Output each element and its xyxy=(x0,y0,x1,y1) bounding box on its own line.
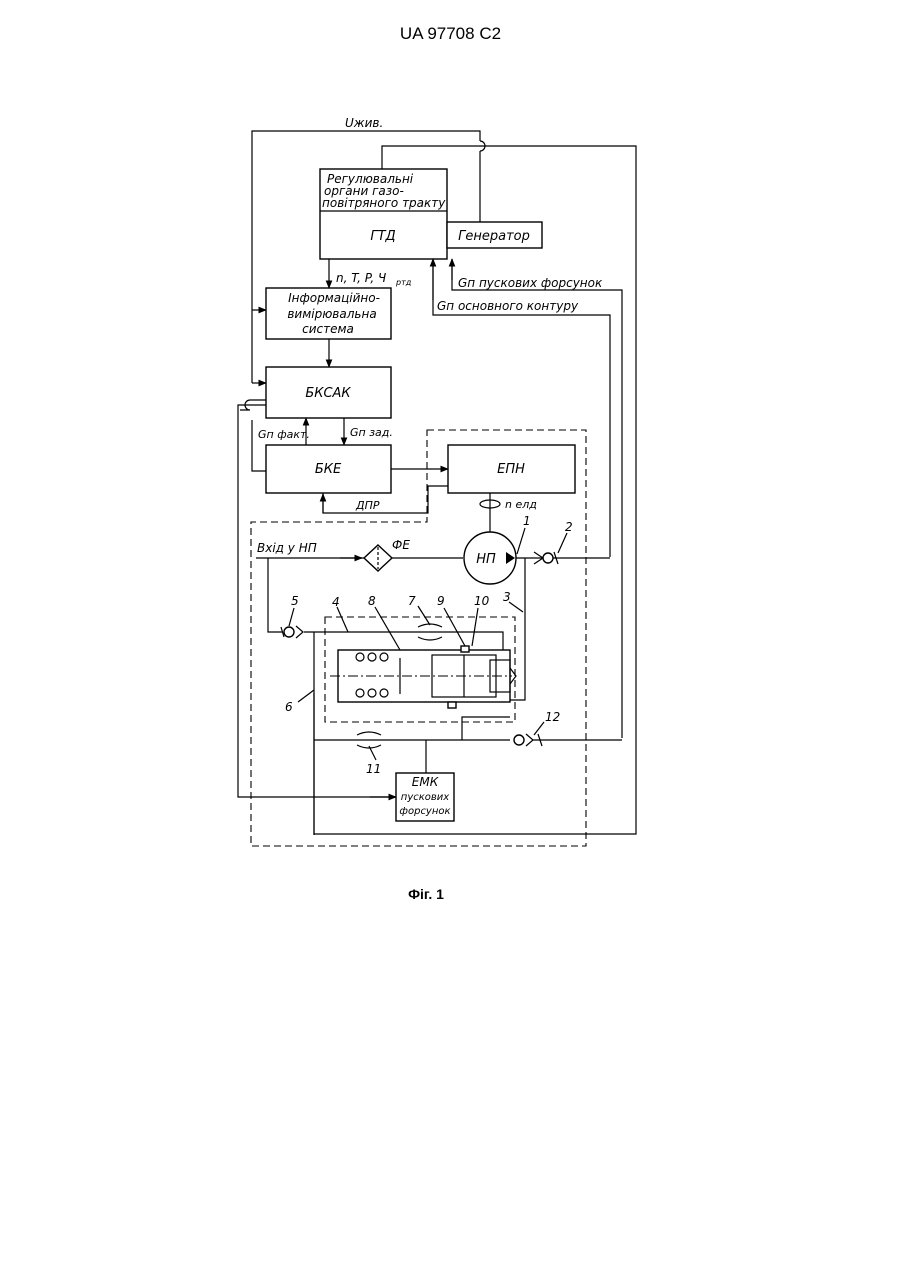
generator-block: Генератор xyxy=(447,222,542,248)
gp-start-label: Gп пускових форсунок xyxy=(458,276,603,290)
callout-11: 11 xyxy=(366,762,381,776)
callout-7: 7 xyxy=(408,594,416,608)
bypass-line xyxy=(268,558,282,632)
emk-label-3: форсунок xyxy=(399,806,450,817)
ivs-label-3: система xyxy=(302,322,354,336)
bke-block: БКЕ xyxy=(266,445,391,493)
np-label: НП xyxy=(476,552,496,567)
inlet-label: Вхід у НП xyxy=(257,541,317,555)
bksak-block: БКСАК xyxy=(266,367,391,418)
bke-label: БКЕ xyxy=(315,462,342,477)
generator-label: Генератор xyxy=(458,229,530,244)
n-epn-label: n eлд xyxy=(505,498,537,511)
dpr-label: ДПР xyxy=(355,499,380,512)
gtd-label: ГТД xyxy=(370,229,395,244)
gp-main-label: Gп основного контуру xyxy=(437,299,579,313)
epn-block: ЕПН xyxy=(448,445,575,493)
dispenser-supply-line xyxy=(510,558,525,700)
callout-8: 8 xyxy=(368,594,376,608)
params-subscript: ртд xyxy=(395,278,412,287)
ivs-block: Інформаційно- вимірювальна система xyxy=(266,288,391,339)
pump-np: НП xyxy=(464,532,516,584)
emk-label-1: ЕМК xyxy=(412,775,439,789)
gp-set-label: Gп зад. xyxy=(350,426,393,439)
callout-3: 3 xyxy=(503,590,511,604)
callout-4: 4 xyxy=(332,595,340,609)
callout-1: 1 xyxy=(523,514,531,528)
params-label: n, T, P, Ч xyxy=(336,271,386,285)
ivs-label-2: вимірювальна xyxy=(287,307,376,321)
ivs-label-1: Інформаційно- xyxy=(288,291,380,305)
callout-10: 10 xyxy=(474,594,490,608)
figure-caption: Фіг. 1 xyxy=(0,886,852,902)
gtd-block: Регулювальні органи газо- повітряного тр… xyxy=(320,169,447,259)
regulators-label-3: повітряного тракту xyxy=(322,196,446,210)
callout-9: 9 xyxy=(437,594,445,608)
callout-12: 12 xyxy=(545,710,560,724)
callout-6: 6 xyxy=(285,700,293,714)
gp-fact-label: Gп факт. xyxy=(258,428,310,441)
fuel-dispenser xyxy=(330,646,516,708)
fe-label: ФЕ xyxy=(392,538,410,552)
callout-5: 5 xyxy=(291,594,299,608)
callout-2: 2 xyxy=(565,520,573,534)
emk-label-2: пускових xyxy=(401,792,450,803)
emk-block: ЕМК пускових форсунок xyxy=(396,773,454,821)
filter-fe: ФЕ xyxy=(364,538,410,571)
dispenser-top-line xyxy=(338,632,503,650)
bksak-label: БКСАК xyxy=(305,386,351,401)
power-label: Uжив. xyxy=(345,116,383,130)
check-valve-5 xyxy=(281,626,303,638)
epn-label: ЕПН xyxy=(497,462,525,477)
